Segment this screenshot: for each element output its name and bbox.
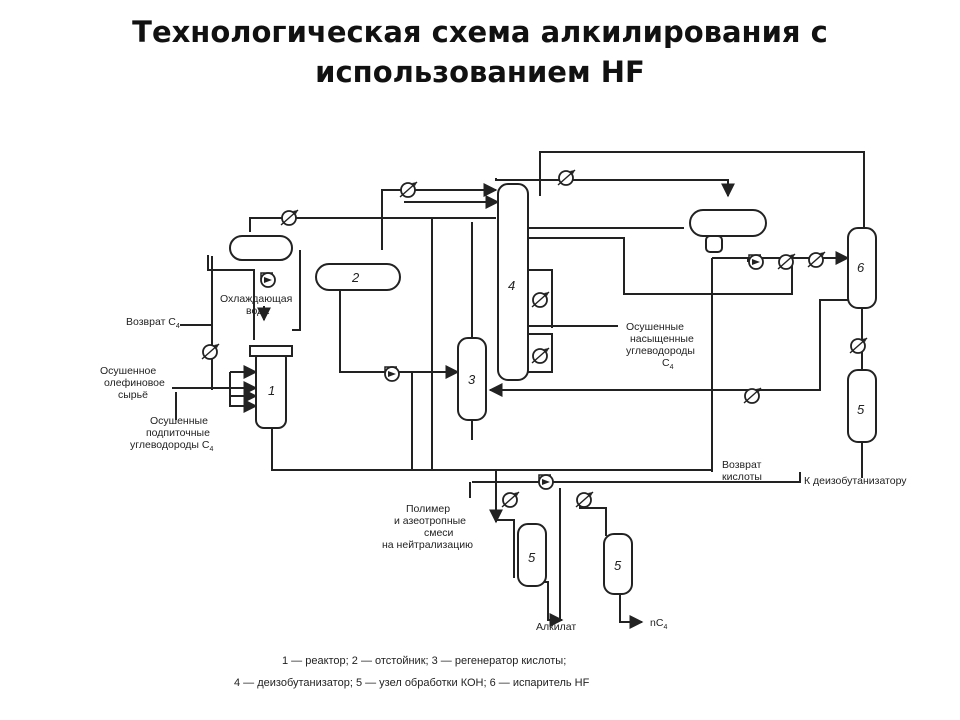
koh-unit-bottom-left: 5 bbox=[517, 523, 547, 587]
heat-exchanger-icon bbox=[575, 491, 594, 508]
svg-text:Полимер: Полимер bbox=[406, 503, 450, 515]
koh-bottom-right-number: 5 bbox=[614, 558, 622, 573]
koh-unit-bottom-right: 5 bbox=[603, 533, 633, 595]
stream-olefin-feed: Осушенное олефиновое сырьё bbox=[100, 365, 165, 401]
slide-title: Технологическая схема алкилирования с ис… bbox=[0, 12, 960, 92]
pump-icon bbox=[260, 272, 276, 288]
settler-2: 2 bbox=[315, 263, 401, 291]
svg-text:Осушенные: Осушенные bbox=[150, 415, 208, 427]
piping bbox=[172, 151, 865, 629]
stream-acid-return: Возврат кислоты bbox=[722, 459, 762, 483]
title-line-1: Технологическая схема алкилирования с bbox=[132, 15, 828, 49]
heat-exchanger-icon bbox=[201, 343, 220, 360]
svg-text:Охлаждающая: Охлаждающая bbox=[220, 293, 292, 305]
koh-right-number: 5 bbox=[857, 402, 865, 417]
reactor-number: 1 bbox=[268, 383, 275, 398]
heat-exchanger-icon bbox=[531, 291, 550, 308]
heat-exchanger-icon bbox=[399, 181, 418, 198]
heat-exchanger-icon bbox=[849, 337, 868, 354]
svg-text:олефиновое: олефиновое bbox=[104, 377, 165, 389]
overhead-drum bbox=[229, 235, 293, 261]
evaporator-6: 6 bbox=[847, 227, 877, 309]
svg-text:Возврат C4: Возврат C4 bbox=[126, 316, 180, 330]
koh-bottom-left-number: 5 bbox=[528, 550, 536, 565]
svg-text:вода: вода bbox=[246, 305, 269, 317]
stream-nc4: nC4 bbox=[650, 617, 667, 631]
deisobutanizer-4: 4 bbox=[497, 183, 529, 381]
svg-text:и азеотропные: и азеотропные bbox=[394, 515, 466, 527]
heat-exchanger-icon bbox=[501, 491, 520, 508]
koh-unit-right: 5 bbox=[847, 369, 877, 443]
legend-line-2: 4 — деизобутанизатор; 5 — узел обработки… bbox=[234, 677, 590, 689]
settler-number: 2 bbox=[351, 270, 360, 285]
svg-text:насыщенные: насыщенные bbox=[630, 333, 694, 345]
reactor-1: 1 bbox=[249, 345, 293, 429]
stream-return-c4: Возврат C4 bbox=[126, 316, 180, 330]
title-line-2: использованием HF bbox=[315, 55, 645, 89]
svg-text:смеси: смеси bbox=[424, 527, 454, 539]
stream-to-debutanizer: К деизобутанизатору bbox=[804, 475, 907, 487]
regenerator-3: 3 bbox=[457, 337, 487, 421]
stream-cooling-water: Охлаждающая вода bbox=[220, 293, 292, 317]
svg-text:Возврат: Возврат bbox=[722, 459, 762, 471]
stream-saturated-c4: Осушенные насыщенные углеводороды C4 bbox=[626, 321, 695, 371]
pump-icon bbox=[384, 366, 400, 382]
svg-text:C4: C4 bbox=[662, 357, 674, 371]
deisobutanizer-number: 4 bbox=[508, 278, 515, 293]
regenerator-number: 3 bbox=[468, 372, 476, 387]
svg-text:на нейтрализацию: на нейтрализацию bbox=[382, 539, 473, 551]
svg-text:сырьё: сырьё bbox=[118, 389, 148, 401]
pump-icon bbox=[748, 254, 764, 270]
legend-line-1: 1 — реактор; 2 — отстойник; 3 — регенера… bbox=[282, 655, 566, 667]
svg-text:кислоты: кислоты bbox=[722, 471, 762, 483]
svg-text:углеводороды: углеводороды bbox=[626, 345, 695, 357]
heat-exchanger-icon bbox=[557, 169, 576, 186]
pump-icon bbox=[538, 474, 554, 490]
evaporator-number: 6 bbox=[857, 260, 865, 275]
heat-exchanger-icon bbox=[807, 251, 826, 268]
stream-makeup-c4: Осушенные подпиточные углеводороды C4 bbox=[130, 415, 213, 453]
svg-text:углеводороды C4: углеводороды C4 bbox=[130, 439, 213, 453]
stream-polymer: Полимер и азеотропные смеси на нейтрализ… bbox=[382, 503, 473, 551]
svg-text:Осушенные: Осушенные bbox=[626, 321, 684, 333]
svg-text:подпиточные: подпиточные bbox=[146, 427, 210, 439]
svg-text:Осушенное: Осушенное bbox=[100, 365, 156, 377]
heat-exchanger-icon bbox=[531, 347, 550, 364]
stream-alkylate: Алкилат bbox=[536, 621, 576, 633]
svg-text:nC4: nC4 bbox=[650, 617, 667, 631]
reflux-drum bbox=[689, 209, 767, 253]
heat-exchanger-icon bbox=[280, 209, 299, 226]
